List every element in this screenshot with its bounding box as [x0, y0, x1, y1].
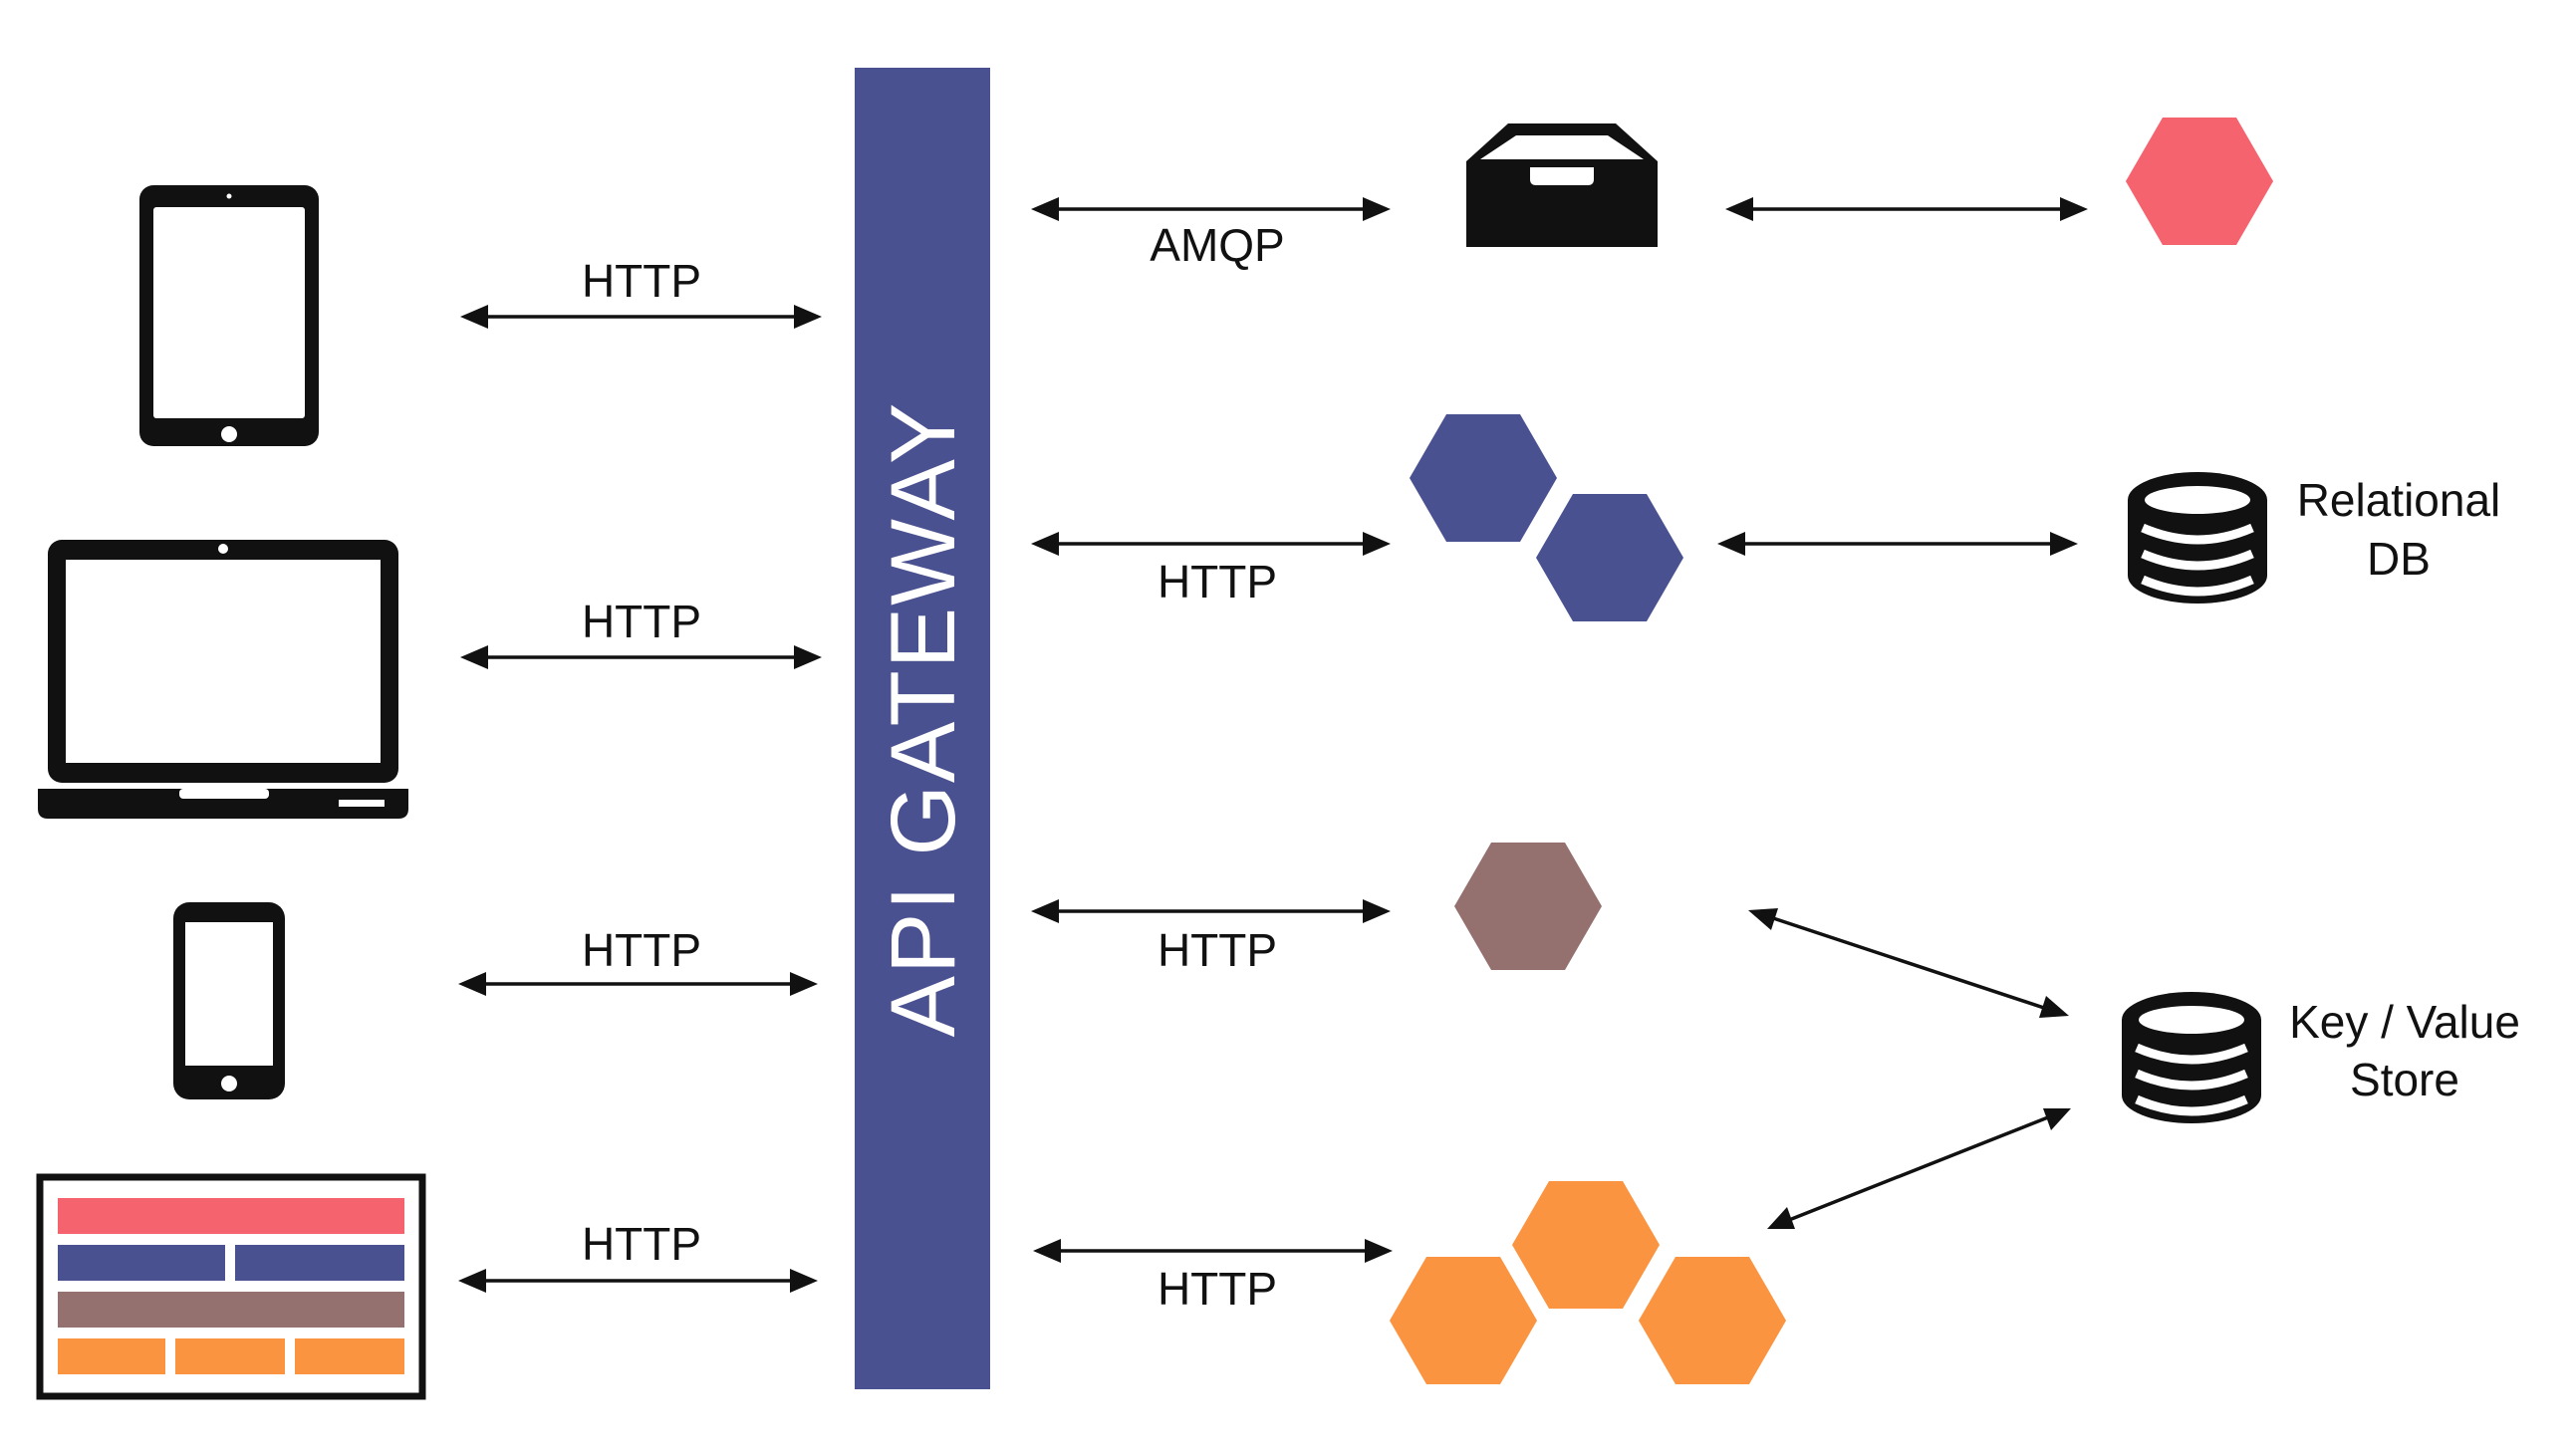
- client-link-laptop: HTTP: [460, 596, 822, 669]
- service-link-protocol: HTTP: [1158, 556, 1277, 607]
- phone-icon: [173, 902, 285, 1099]
- message-queue-inbox-icon: [1466, 123, 1658, 247]
- backend-link-mauve-kv: [1748, 908, 2069, 1018]
- client-link-phone: HTTP: [458, 924, 818, 996]
- indigo-service-hexagons-icon: [1410, 414, 1683, 621]
- service-link-queue: AMQP: [1031, 197, 1391, 271]
- backend-label-line: Store: [2350, 1054, 2459, 1105]
- client-link-protocol: HTTP: [582, 924, 701, 976]
- backend-label-line: DB: [2367, 533, 2431, 585]
- service-link-protocol: AMQP: [1150, 219, 1284, 271]
- mauve-service-hexagon-icon: [1454, 843, 1602, 970]
- service-link-mauve: HTTP: [1031, 899, 1391, 976]
- api-gateway-bar: [855, 68, 990, 1389]
- backend-label-line: Key / Value: [2289, 996, 2520, 1048]
- service-link-protocol: HTTP: [1158, 1263, 1277, 1315]
- laptop-icon: [38, 540, 408, 819]
- pink-service-hexagon-icon: [2126, 118, 2273, 245]
- backend-link-relational-db: [1717, 532, 2078, 556]
- tablet-icon: [139, 185, 319, 446]
- backend-label-line: Relational: [2297, 474, 2501, 526]
- database-icon: [2122, 992, 2261, 1123]
- orange-service-hexagons-icon: [1390, 1181, 1786, 1384]
- key-value-store: Key / Value Store: [2122, 992, 2520, 1123]
- service-link-protocol: HTTP: [1158, 924, 1277, 976]
- api-gateway-label: API GATEWAY: [873, 401, 974, 1038]
- client-link-protocol: HTTP: [582, 1218, 701, 1270]
- client-link-protocol: HTTP: [582, 255, 701, 307]
- backend-link-pink: [1725, 197, 2088, 221]
- backend-link-orange-kv: [1767, 1108, 2071, 1229]
- database-icon: [2128, 472, 2267, 604]
- web-dashboard-icon: [36, 1173, 426, 1400]
- client-link-protocol: HTTP: [582, 596, 701, 647]
- client-link-dashboard: HTTP: [458, 1218, 818, 1293]
- relational-db: Relational DB: [2128, 472, 2500, 604]
- client-link-tablet: HTTP: [460, 255, 822, 329]
- service-link-indigo: HTTP: [1031, 532, 1391, 607]
- api-gateway: API GATEWAY: [855, 68, 990, 1389]
- service-link-orange: HTTP: [1033, 1239, 1393, 1315]
